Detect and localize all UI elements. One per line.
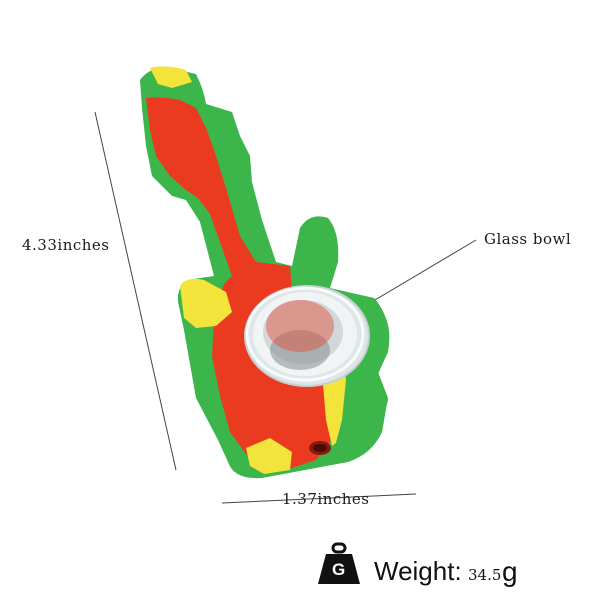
- weight-label: Weight:: [374, 556, 462, 586]
- weight-unit: g: [502, 556, 518, 587]
- width-dimension-line: [221, 493, 417, 504]
- yellow-patch-top: [150, 66, 192, 88]
- weight-value: 34.5: [468, 566, 502, 584]
- glass-bowl-label: Glass bowl: [484, 230, 572, 248]
- yellow-patch-left: [180, 278, 232, 328]
- weight-icon: [318, 542, 360, 584]
- yellow-patch-bottom: [246, 438, 292, 474]
- length-label: 4.33inches: [22, 236, 110, 254]
- weight-icon-letter: G: [332, 560, 346, 579]
- silicone-pipe: [140, 66, 390, 479]
- glass-bowl: [244, 285, 370, 387]
- length-dimension-line: [94, 111, 177, 471]
- width-label: 1.37inches: [282, 490, 370, 508]
